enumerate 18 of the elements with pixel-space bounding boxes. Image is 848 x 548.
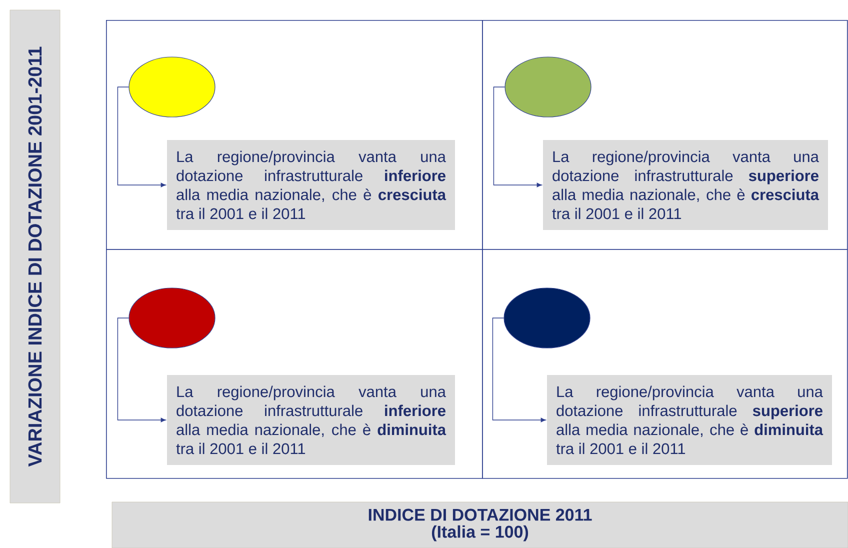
quadrant-box: [106, 20, 483, 250]
description-box: La regione/provincia vanta una dotazione infrastrutturale superiore alla media nazionale, che è cresciuta tra il 2001 e il 2011: [543, 140, 828, 230]
quadrant-box: [106, 249, 483, 479]
axis-label-band: INDICE DI DOTAZIONE 2011 (Italia = 100): [112, 502, 848, 548]
ellipse: [128, 288, 216, 348]
quadrant-box: [482, 20, 848, 250]
description-box: La regione/provincia vanta una dotazione infrastrutturale inferiore alla media nazionale, che è diminuita tra il 2001 e il 2011: [167, 375, 455, 465]
arrow: [117, 86, 166, 188]
arrow: [117, 318, 166, 422]
description-box: La regione/provincia vanta una dotazione infrastrutturale inferiore alla media nazionale, che è cresciuta tra il 2001 e il 2011: [167, 140, 455, 230]
ellipse: [504, 288, 590, 348]
ellipse: [128, 56, 216, 118]
ellipse: [504, 56, 592, 118]
description-box: La regione/provincia vanta una dotazione infrastrutturale superiore alla media nazionale, che è diminuita tra il 2001 e il 2011: [547, 375, 832, 465]
axis-label-band: VARIAZIONE INDICE DI DOTAZIONE 2001-2011: [10, 10, 60, 504]
arrow: [493, 86, 542, 188]
quadrant-box: [482, 249, 848, 479]
arrow: [492, 318, 546, 422]
